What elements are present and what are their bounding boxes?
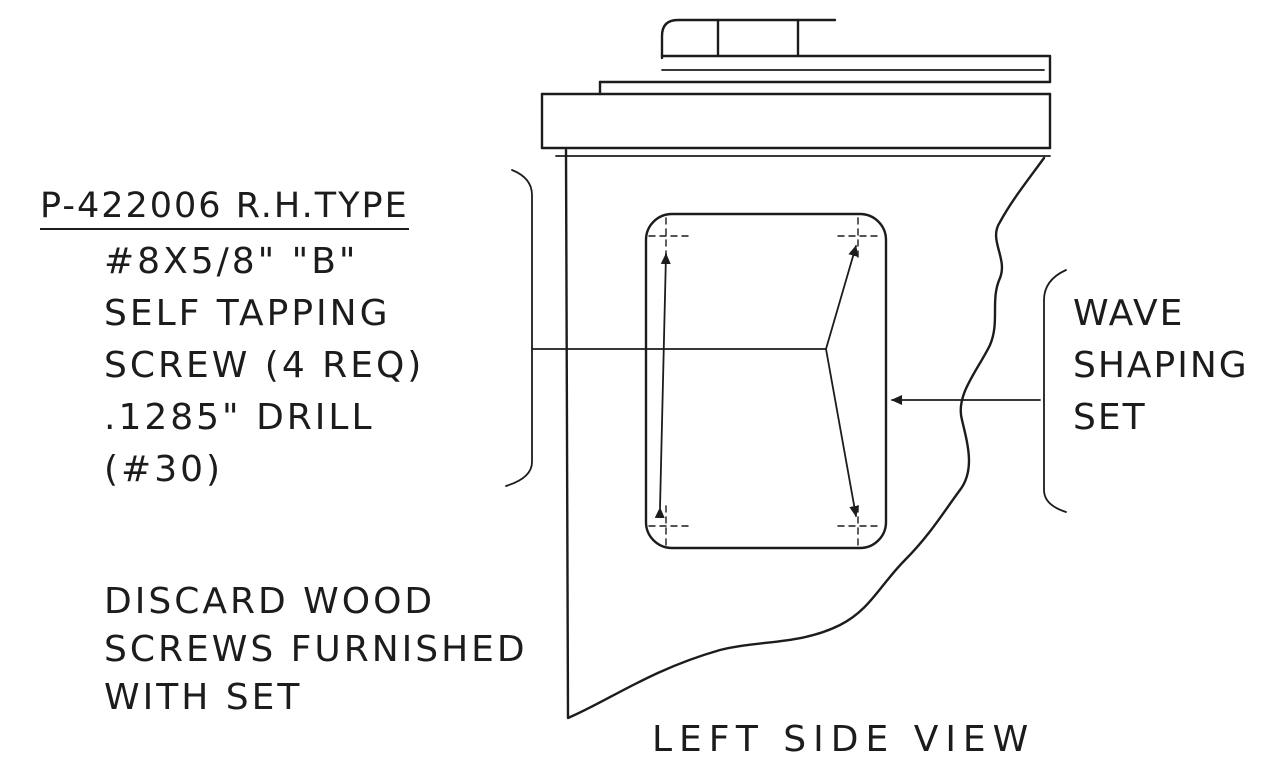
discard-note-line: WITH SET	[104, 677, 303, 718]
side-panel-outline	[564, 148, 1046, 720]
screw-hole-top-left	[648, 217, 691, 259]
leader-double-arrow	[654, 253, 671, 519]
component-label-line: SHAPING	[1073, 345, 1249, 386]
screw-callout-bracket	[505, 169, 533, 487]
part-number-label: P-422006 R.H.TYPE	[40, 184, 409, 230]
discard-note: DISCARD WOOD SCREWS FURNISHED WITH SET	[104, 578, 528, 722]
top-flange	[540, 92, 1052, 157]
screw-spec-line: SCREW (4 REQ)	[104, 345, 425, 386]
leader-bottom-right	[825, 348, 860, 517]
top-cap	[598, 18, 1052, 96]
component-label: WAVE SHAPING SET	[1073, 288, 1249, 444]
component-label-line: WAVE	[1073, 293, 1185, 334]
screw-spec-line: .1285" DRILL	[104, 397, 375, 438]
screw-hole-top-right	[837, 217, 883, 259]
screw-spec-line: SELF TAPPING	[104, 293, 391, 334]
discard-note-line: SCREWS FURNISHED	[104, 629, 528, 670]
discard-note-line: DISCARD WOOD	[104, 581, 436, 622]
crosshair-icon	[648, 217, 883, 547]
leader-top-right	[825, 245, 859, 350]
wave-set-bracket	[1043, 269, 1067, 513]
view-title: LEFT SIDE VIEW	[652, 719, 1036, 760]
wave-shaping-set-box	[644, 212, 888, 550]
screw-hole-bottom-left	[648, 505, 691, 547]
component-label-line: SET	[1073, 397, 1147, 438]
screw-spec-line: (#30)	[104, 449, 224, 490]
screw-spec-line: #8X5/8" "B"	[104, 241, 359, 282]
arrow-icon	[531, 245, 1041, 519]
screw-hole-bottom-right	[837, 505, 883, 547]
screw-spec-note: #8X5/8" "B" SELF TAPPING SCREW (4 REQ) .…	[104, 236, 424, 496]
